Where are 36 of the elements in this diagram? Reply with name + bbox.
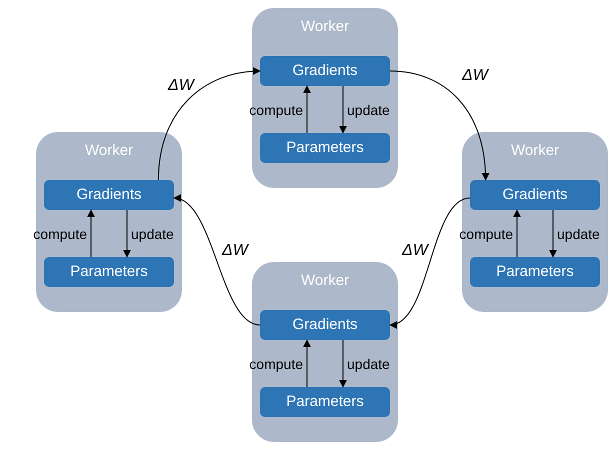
- edge-label: ΔW: [402, 243, 428, 259]
- edge-label: ΔW: [222, 243, 248, 259]
- edge-label: update: [347, 356, 390, 370]
- edge-label: update: [131, 226, 174, 240]
- edge-label: compute: [33, 226, 87, 240]
- arrow: [303, 85, 311, 134]
- panel-title: Worker: [84, 141, 134, 161]
- process-box: Parameters: [470, 257, 600, 287]
- arrow: [303, 339, 311, 388]
- edge-label: compute: [249, 102, 303, 116]
- edge-label: update: [557, 226, 600, 240]
- arrow: [87, 209, 95, 258]
- edge-label: compute: [249, 356, 303, 370]
- process-box: Gradients: [470, 180, 600, 210]
- arrow: [339, 86, 347, 134]
- edge-label: update: [347, 102, 390, 116]
- panel-title: Worker: [510, 141, 560, 161]
- arrow: [123, 210, 131, 258]
- panel-title: Worker: [300, 271, 350, 291]
- panel-title: Worker: [300, 17, 350, 37]
- arrow: [158, 67, 261, 180]
- process-box: Gradients: [260, 310, 390, 340]
- arrow: [390, 70, 490, 181]
- process-box: Parameters: [260, 133, 390, 163]
- arrow: [389, 198, 470, 327]
- process-box: Parameters: [44, 257, 174, 287]
- edge-label: ΔW: [462, 68, 488, 84]
- arrow: [513, 209, 521, 258]
- process-box: Gradients: [260, 56, 390, 86]
- arrow: [549, 210, 557, 258]
- process-box: Gradients: [44, 180, 174, 210]
- process-box: Parameters: [260, 387, 390, 417]
- arrow: [173, 196, 260, 326]
- arrow: [339, 340, 347, 388]
- edge-label: compute: [459, 226, 513, 240]
- edge-label: ΔW: [168, 78, 194, 94]
